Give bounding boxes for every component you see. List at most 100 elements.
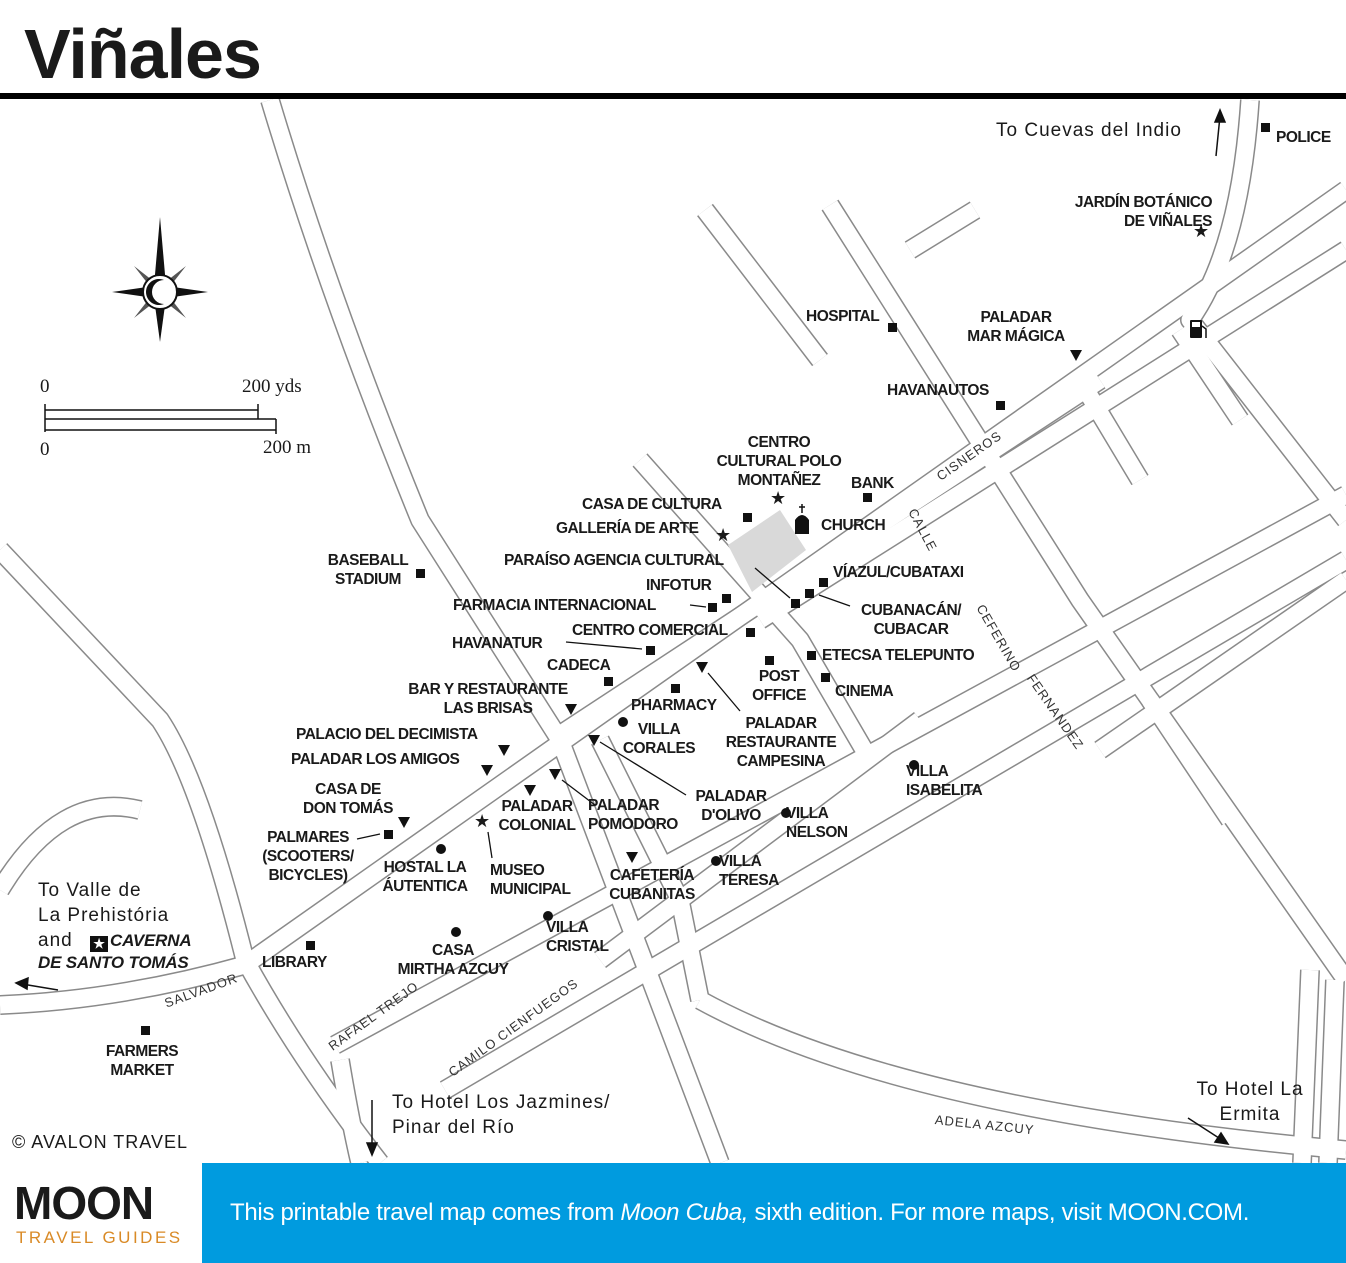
copyright: © AVALON TRAVEL bbox=[12, 1132, 188, 1152]
leader-lines bbox=[356, 567, 851, 859]
triangle-marker-icon bbox=[549, 769, 561, 780]
circle-marker-icon bbox=[618, 717, 628, 727]
square-marker-icon bbox=[604, 677, 613, 686]
road bbox=[1319, 979, 1344, 1164]
triangle-marker-icon bbox=[481, 765, 493, 776]
road bbox=[633, 454, 878, 765]
poi-label: BAR Y RESTAURANTE LAS BRISAS bbox=[408, 681, 568, 717]
star-icon: ★ bbox=[90, 936, 108, 952]
direction-cuevas: To Cuevas del Indio bbox=[996, 120, 1182, 141]
square-marker-icon bbox=[746, 628, 755, 637]
square-marker-icon bbox=[141, 1026, 150, 1035]
square-marker-icon bbox=[805, 589, 814, 598]
plaza bbox=[728, 510, 806, 592]
poi-label: HOSTAL LA ÁUTENTICA bbox=[382, 859, 468, 895]
poi-label: CASA MIRTHA AZCUY bbox=[397, 942, 509, 978]
triangle-marker-icon bbox=[696, 662, 708, 673]
square-marker-icon bbox=[863, 493, 872, 502]
road bbox=[261, 97, 728, 1167]
poi-label: PALADAR MAR MÁGICA bbox=[967, 309, 1065, 345]
square-marker-icon bbox=[821, 673, 830, 682]
scale-zero-m: 0 bbox=[40, 439, 50, 460]
road bbox=[1142, 695, 1238, 825]
circle-marker-icon bbox=[543, 911, 553, 921]
poi-label: PALMARES (SCOOTERS/ BICYCLES) bbox=[262, 829, 354, 884]
circle-marker-icon bbox=[909, 760, 919, 770]
poi-label: BASEBALL STADIUM bbox=[327, 552, 409, 588]
poi-label: PALACIO DEL DECIMISTA bbox=[296, 726, 478, 743]
circle-marker-icon bbox=[436, 844, 446, 854]
triangle-marker-icon bbox=[626, 852, 638, 863]
poi-label: PHARMACY bbox=[631, 697, 717, 714]
direction-caverna: ★CAVERNA DE SANTO TOMÁS bbox=[38, 930, 192, 974]
banner-text-post: sixth edition. For more maps, visit MOON… bbox=[748, 1199, 1250, 1226]
poi-label: CINEMA bbox=[835, 683, 894, 700]
poi-label: MUSEO MUNICIPAL bbox=[490, 862, 571, 898]
square-marker-icon bbox=[765, 656, 774, 665]
poi-label: VÍAZUL/CUBATAXI bbox=[833, 564, 964, 581]
road bbox=[0, 183, 1346, 1014]
poi-label: INFOTUR bbox=[646, 577, 712, 594]
triangle-marker-icon bbox=[565, 704, 577, 715]
scale-label-yds: 200 yds bbox=[242, 376, 302, 397]
title-rule bbox=[0, 93, 1346, 99]
road bbox=[1293, 969, 1319, 1164]
square-marker-icon bbox=[996, 401, 1005, 410]
road bbox=[0, 544, 387, 1169]
road bbox=[594, 713, 926, 967]
moon-logo-subtitle: TRAVEL GUIDES bbox=[16, 1228, 183, 1247]
poi-label: FARMACIA INTERNACIONAL bbox=[453, 597, 656, 614]
caverna-text: CAVERNA DE SANTO TOMÁS bbox=[38, 931, 192, 972]
direction-jazmines: To Hotel Los Jazmines/ Pinar del Río bbox=[392, 1092, 611, 1138]
moon-logo: MOON bbox=[14, 1177, 154, 1229]
square-marker-icon bbox=[743, 513, 752, 522]
poi-label: JARDÍN BOTÁNICO DE VIÑALES bbox=[1074, 194, 1213, 230]
poi-label: HOSPITAL bbox=[806, 308, 880, 325]
square-marker-icon bbox=[708, 603, 717, 612]
triangle-marker-icon bbox=[588, 735, 600, 746]
poi-label: LIBRARY bbox=[262, 954, 327, 971]
banner-book-title: Moon Cuba, bbox=[620, 1199, 749, 1226]
square-marker-icon bbox=[306, 941, 315, 950]
star-marker-icon: ★ bbox=[474, 811, 491, 831]
poi-label: CAFETERÍA CUBANITAS bbox=[609, 867, 695, 903]
poi-label: PARAÍSO AGENCIA CULTURAL bbox=[504, 552, 724, 569]
scale-label-m: 200 m bbox=[263, 437, 312, 458]
triangle-marker-icon bbox=[524, 785, 536, 796]
square-marker-icon bbox=[646, 646, 655, 655]
triangle-marker-icon bbox=[1070, 350, 1082, 361]
road bbox=[331, 1058, 369, 1165]
poi-label: CENTRO COMERCIAL bbox=[572, 622, 728, 639]
square-marker-icon bbox=[819, 578, 828, 587]
road bbox=[550, 372, 1105, 746]
road bbox=[905, 202, 980, 258]
square-marker-icon bbox=[807, 651, 816, 660]
poi-label: BANK bbox=[851, 475, 894, 492]
road bbox=[1095, 573, 1346, 757]
poi-label: PALADAR POMODORO bbox=[588, 797, 678, 833]
church-icon bbox=[795, 504, 809, 534]
poi-label: PALADAR RESTAURANTE CAMPESINA bbox=[725, 715, 837, 770]
poi-label: CENTRO CULTURAL POLO MONTAÑEZ bbox=[716, 434, 842, 489]
road bbox=[1172, 325, 1248, 425]
circle-marker-icon bbox=[451, 927, 461, 937]
poi-label: CADECA bbox=[547, 657, 611, 674]
poi-label: VILLA CORALES bbox=[622, 721, 696, 757]
poi-label: CHURCH bbox=[821, 517, 886, 534]
poi-label: CASA DE DON TOMÁS bbox=[303, 781, 393, 817]
square-marker-icon bbox=[1261, 123, 1270, 132]
poi-label: POST OFFICE bbox=[752, 668, 806, 704]
poi-label: CUBANACÁN/ CUBACAR bbox=[860, 602, 962, 638]
road bbox=[695, 992, 1346, 1159]
square-marker-icon bbox=[888, 323, 897, 332]
square-marker-icon bbox=[671, 684, 680, 693]
direction-ermita: To Hotel La Ermita bbox=[1196, 1079, 1304, 1125]
poi-label: POLICE bbox=[1276, 129, 1331, 146]
poi-label: GALLERÍA DE ARTE bbox=[556, 520, 699, 537]
square-marker-icon bbox=[722, 594, 731, 603]
direction-valle: To Valle de La Prehistória and bbox=[38, 880, 170, 951]
poi-label: HAVANAUTOS bbox=[887, 382, 989, 399]
compass-rose-icon bbox=[112, 217, 208, 342]
poi-label: VILLA CRISTAL bbox=[546, 919, 609, 955]
